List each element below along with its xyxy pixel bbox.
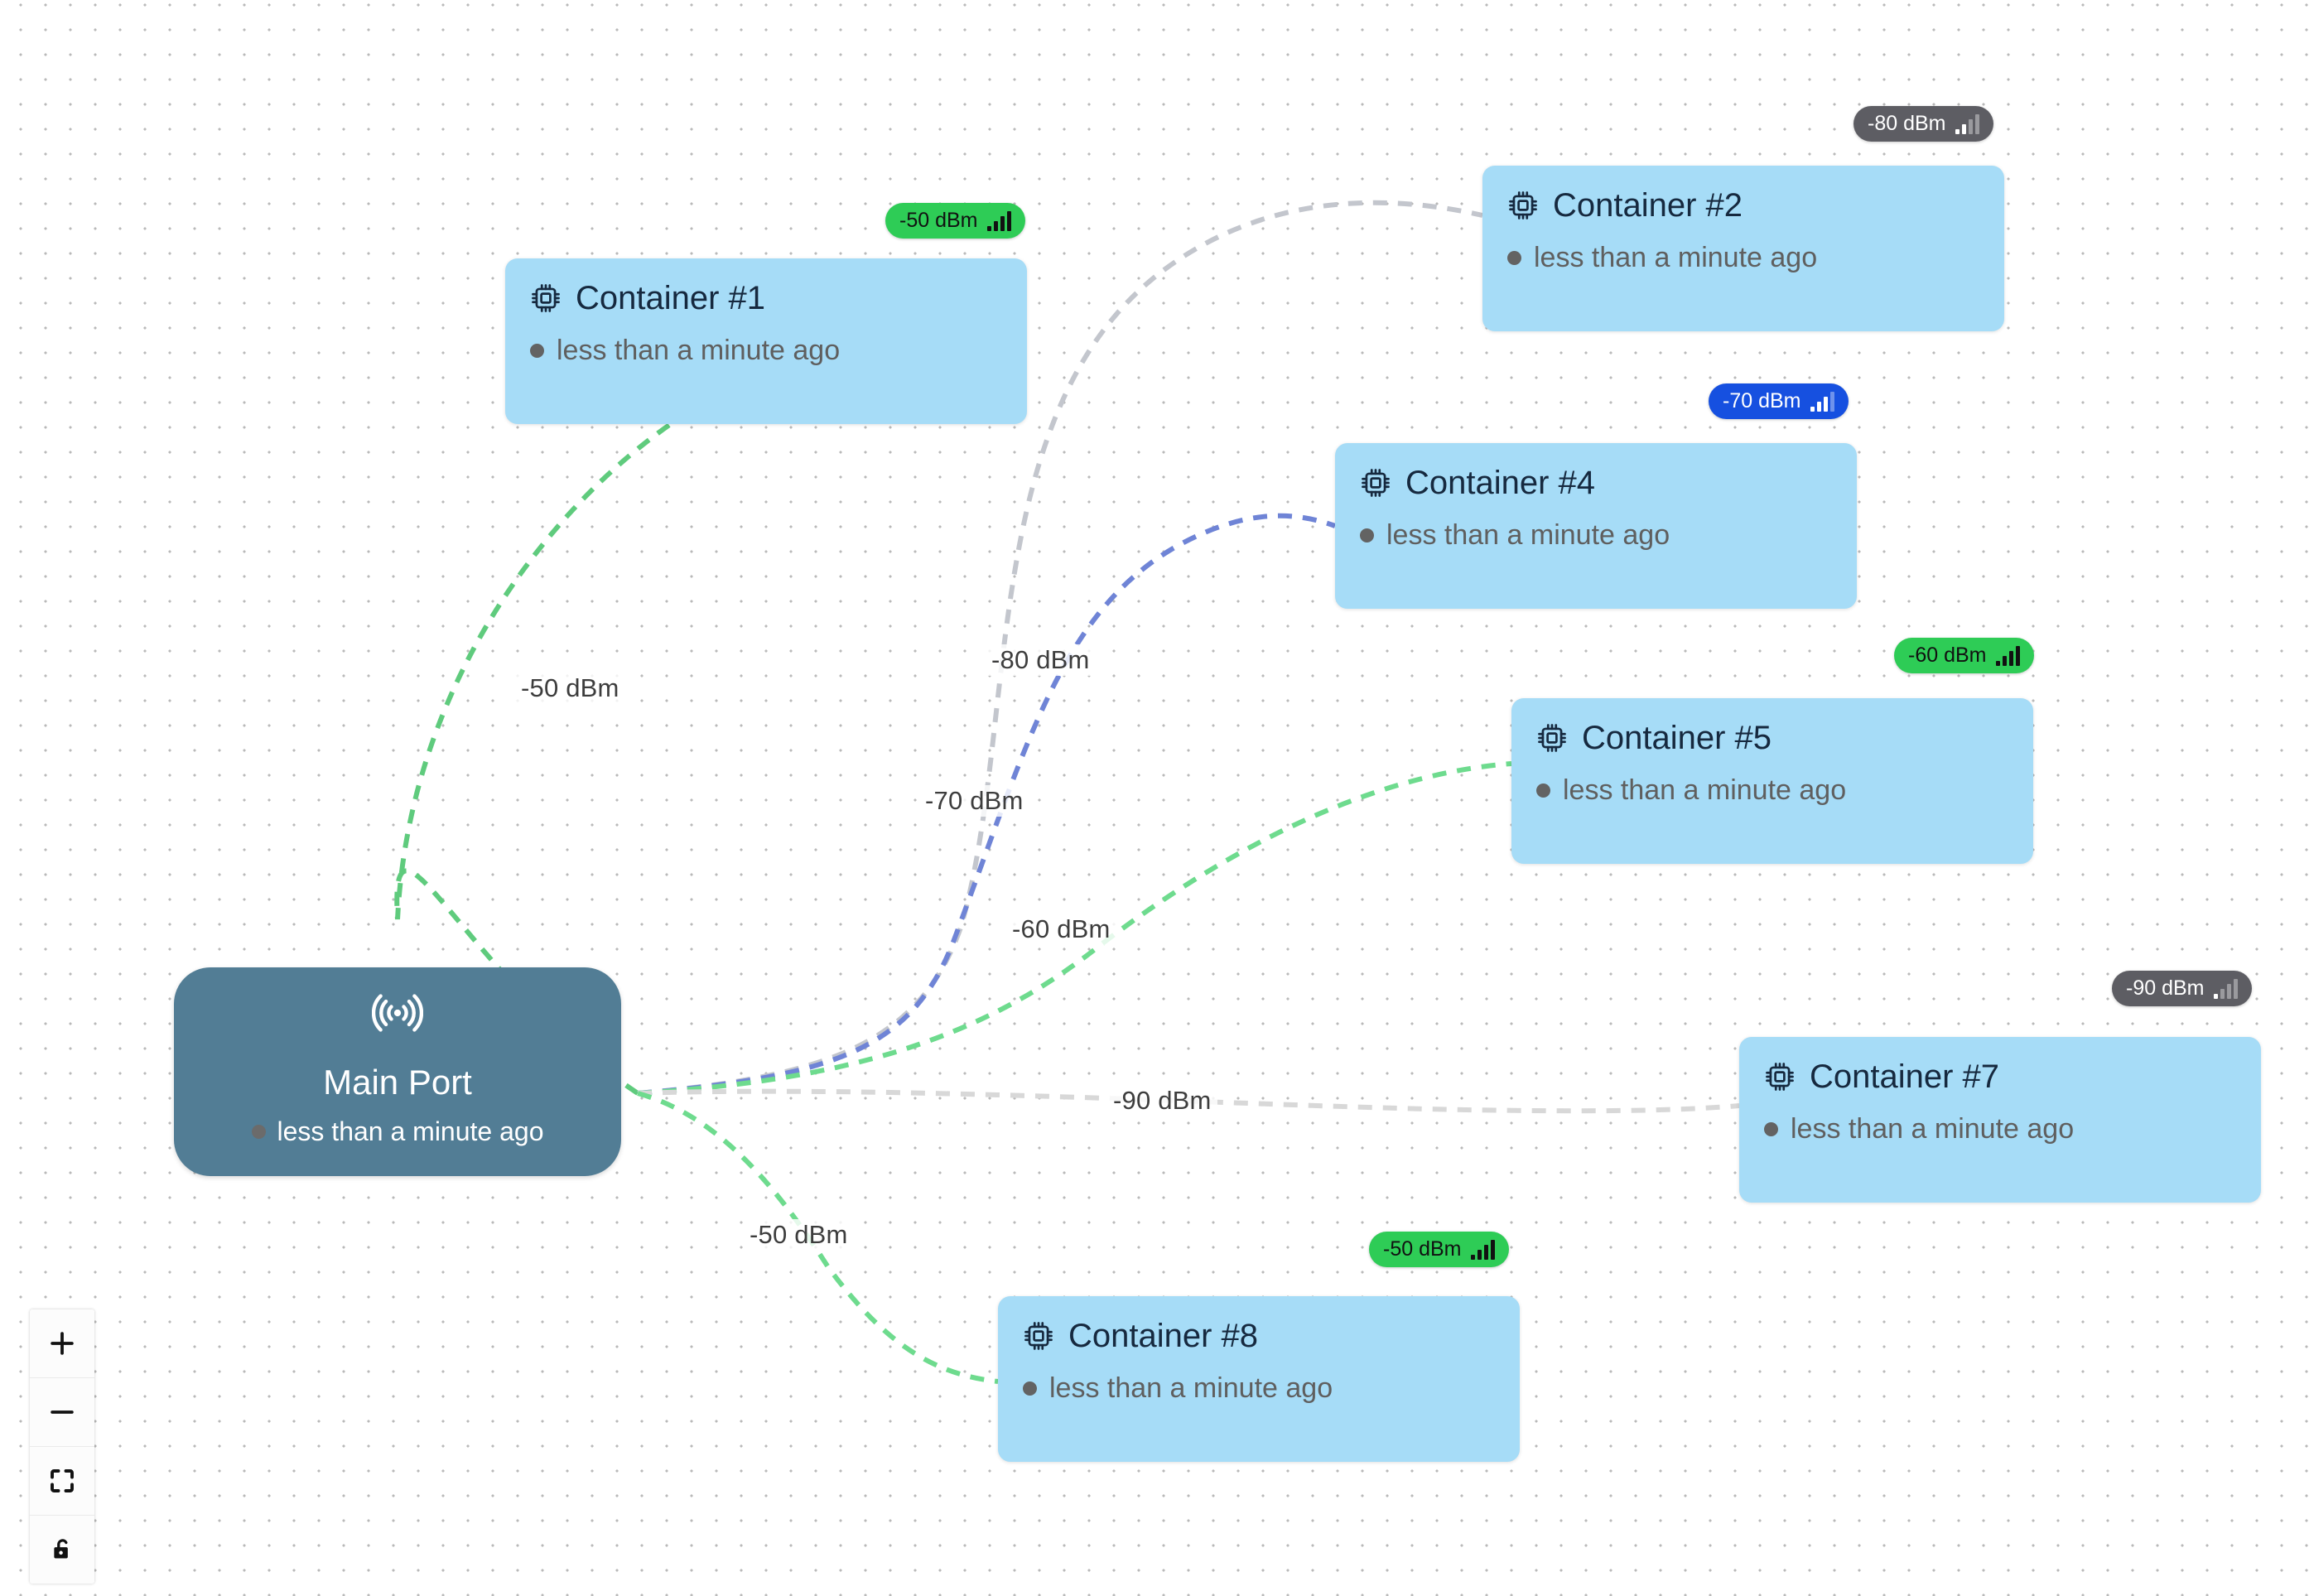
node-container-8[interactable]: Container #8 less than a minute ago: [998, 1296, 1520, 1462]
node-title: Container #1: [530, 282, 1002, 315]
chip-icon: [1023, 1320, 1054, 1352]
zoom-out-button[interactable]: [30, 1378, 94, 1447]
node-title-text: Container #4: [1405, 465, 1596, 501]
node-status-text: less than a minute ago: [1563, 774, 1847, 806]
status-dot: [1023, 1381, 1037, 1396]
flow-controls[interactable]: [30, 1309, 94, 1584]
plus-icon: [46, 1328, 78, 1359]
signal-bars-icon: [987, 210, 1012, 231]
node-title: Container #7: [1764, 1060, 2236, 1093]
chip-icon: [1764, 1061, 1796, 1092]
node-title: Container #2: [1507, 189, 1979, 222]
signal-badge-text: -70 dBm: [1723, 389, 1801, 412]
edge-label-container-4: -70 dBm: [919, 785, 1029, 817]
main-port-status: less than a minute ago: [251, 1116, 544, 1146]
minus-icon: [46, 1396, 78, 1428]
node-title-text: Container #1: [576, 280, 766, 316]
status-dot: [1507, 250, 1521, 265]
node-container-1[interactable]: Container #1 less than a minute ago: [505, 258, 1027, 424]
signal-badge-text: -50 dBm: [1383, 1237, 1462, 1261]
signal-badge-badge-c2: -80 dBm: [1853, 106, 1994, 142]
edge-label-container-5: -60 dBm: [1006, 914, 1116, 945]
node-main-port[interactable]: Main Port less than a minute ago: [174, 967, 621, 1176]
chip-icon: [1360, 467, 1391, 499]
node-status: less than a minute ago: [1764, 1115, 2236, 1143]
node-container-5[interactable]: Container #5 less than a minute ago: [1511, 698, 2033, 864]
signal-badge-text: -80 dBm: [1868, 112, 1946, 135]
node-title: Container #8: [1023, 1319, 1495, 1353]
node-title-text: Container #2: [1553, 187, 1743, 224]
status-dot: [1764, 1121, 1778, 1136]
node-status-text: less than a minute ago: [557, 335, 841, 366]
node-status: less than a minute ago: [1023, 1374, 1495, 1402]
node-container-2[interactable]: Container #2 less than a minute ago: [1482, 166, 2004, 331]
node-title-text: Container #5: [1582, 720, 1772, 756]
node-title: Container #5: [1536, 721, 2008, 755]
signal-bars-icon: [1996, 645, 2021, 666]
status-dot: [251, 1124, 266, 1139]
node-title: Container #4: [1360, 466, 1832, 499]
signal-badge-badge-c7: -90 dBm: [2112, 971, 2253, 1006]
unlock-icon: [48, 1536, 76, 1564]
signal-badge-badge-c1: -50 dBm: [885, 203, 1026, 239]
chip-icon: [1536, 722, 1568, 754]
signal-badge-text: -90 dBm: [2126, 976, 2205, 1000]
edge-label-container-1: -50 dBm: [515, 673, 625, 704]
node-status: less than a minute ago: [1360, 521, 1832, 549]
signal-badge-text: -60 dBm: [1908, 644, 1987, 667]
zoom-in-button[interactable]: [30, 1309, 94, 1378]
node-status-text: less than a minute ago: [1049, 1372, 1333, 1404]
edge-label-container-7: -90 dBm: [1107, 1085, 1217, 1116]
chip-icon: [1507, 190, 1539, 221]
node-status-text: less than a minute ago: [1791, 1113, 2075, 1145]
main-port-status-text: less than a minute ago: [277, 1116, 544, 1146]
fit-view-button[interactable]: [30, 1447, 94, 1516]
broadcast-icon: [371, 987, 424, 1039]
node-status: less than a minute ago: [1507, 243, 1979, 272]
node-container-7[interactable]: Container #7 less than a minute ago: [1739, 1037, 2261, 1203]
signal-bars-icon: [1955, 113, 1980, 134]
signal-bars-icon: [2214, 978, 2239, 999]
node-status: less than a minute ago: [1536, 776, 2008, 804]
status-dot: [530, 343, 544, 358]
fit-view-icon: [47, 1466, 77, 1496]
status-dot: [1536, 783, 1550, 798]
signal-badge-text: -50 dBm: [899, 209, 978, 232]
edge-label-container-8: -50 dBm: [744, 1219, 854, 1251]
signal-badge-badge-c8: -50 dBm: [1369, 1232, 1510, 1267]
main-port-title: Main Port: [323, 1063, 472, 1102]
chip-icon: [530, 282, 562, 314]
node-status-text: less than a minute ago: [1386, 519, 1670, 551]
lock-button[interactable]: [30, 1516, 94, 1584]
signal-bars-icon: [1810, 391, 1835, 412]
status-dot: [1360, 528, 1374, 542]
node-container-4[interactable]: Container #4 less than a minute ago: [1335, 443, 1857, 609]
node-status: less than a minute ago: [530, 336, 1002, 364]
signal-bars-icon: [1471, 1239, 1496, 1260]
node-title-text: Container #7: [1810, 1058, 2000, 1095]
signal-badge-badge-c4: -70 dBm: [1709, 383, 1849, 419]
node-status-text: less than a minute ago: [1534, 242, 1818, 273]
edge-label-container-2: -80 dBm: [986, 644, 1096, 676]
signal-badge-badge-c5: -60 dBm: [1894, 638, 2035, 673]
node-title-text: Container #8: [1068, 1318, 1259, 1354]
